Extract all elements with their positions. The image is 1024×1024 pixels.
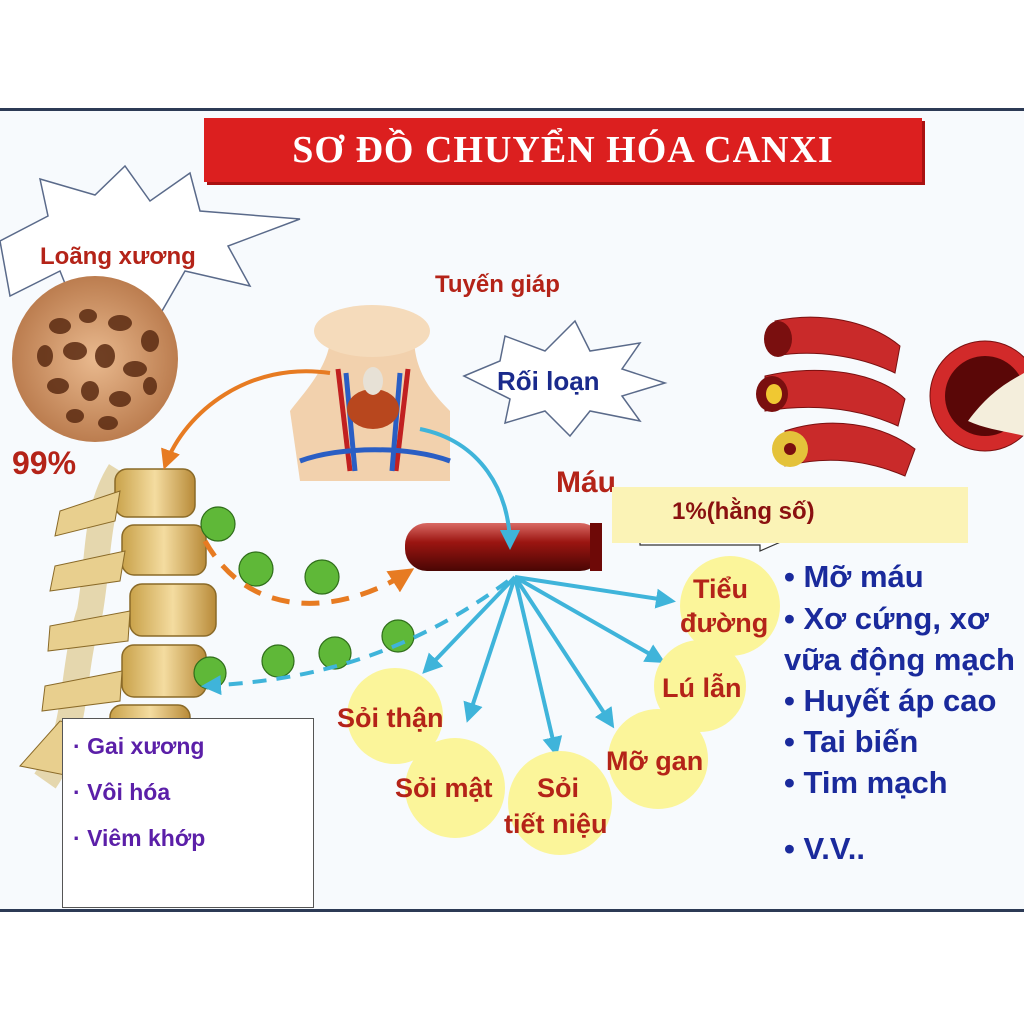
vascular-item: vữa động mạch bbox=[784, 642, 1015, 677]
outcome-bubbles bbox=[347, 556, 780, 855]
kidney-stones-label: Sỏi thận bbox=[337, 703, 444, 733]
osteoporosis-burst bbox=[0, 164, 301, 313]
vascular-item: • V.V.. bbox=[784, 831, 865, 866]
porous-bone-image bbox=[12, 276, 178, 442]
constant-label: 1%(hằng số) bbox=[672, 498, 815, 525]
disorder-label: Rối loạn bbox=[497, 366, 600, 396]
bone-condition-item: · Vôi hóa bbox=[73, 779, 171, 805]
diabetes-label-1: Tiểu bbox=[693, 574, 749, 604]
blood-outflow-arrows bbox=[422, 575, 676, 757]
arrow-thyroid-to-bone bbox=[161, 369, 331, 470]
gallstones-label: Sỏi mật bbox=[395, 773, 493, 803]
thyroid-neck-image bbox=[290, 305, 451, 481]
arrow-thyroid-to-blood bbox=[419, 427, 520, 550]
arrow-bone-to-blood bbox=[202, 539, 415, 606]
osteoporosis-label: Loãng xương bbox=[40, 243, 196, 270]
urinary-stones-label-1: Sỏi bbox=[537, 773, 580, 803]
diagram-frame: SƠ ĐỒ CHUYỂN HÓA CANXI Loãng xương Tuyến… bbox=[0, 108, 1024, 912]
vascular-item: • Tai biến bbox=[784, 724, 919, 759]
disorder-burst bbox=[462, 319, 668, 438]
urinary-stones-label-2: tiết niệu bbox=[504, 809, 608, 839]
fatty-liver-label: Mỡ gan bbox=[606, 746, 704, 776]
bone-percent-label: 99% bbox=[12, 445, 77, 481]
diagram-title: SƠ ĐỒ CHUYỂN HÓA CANXI bbox=[204, 118, 922, 182]
calcium-particles bbox=[193, 506, 415, 690]
blood-tube bbox=[405, 523, 602, 571]
dementia-label: Lú lẫn bbox=[662, 673, 742, 703]
vascular-item: • Tim mạch bbox=[784, 765, 948, 800]
vascular-item: • Huyết áp cao bbox=[784, 683, 997, 718]
thyroid-label: Tuyến giáp bbox=[435, 271, 560, 298]
blood-label: Máu bbox=[556, 466, 616, 499]
arrow-blood-to-bone bbox=[201, 579, 510, 696]
constant-box bbox=[612, 487, 968, 543]
artery-image bbox=[756, 316, 1024, 477]
vascular-item: • Xơ cứng, xơ bbox=[784, 601, 989, 636]
vascular-item: • Mỡ máu bbox=[784, 559, 924, 594]
diabetes-label-2: đường bbox=[680, 608, 769, 638]
bone-condition-item: · Gai xương bbox=[73, 733, 205, 759]
bone-conditions-box: · Gai xương · Vôi hóa · Viêm khớp bbox=[62, 718, 314, 908]
bone-condition-item: · Viêm khớp bbox=[73, 825, 206, 851]
